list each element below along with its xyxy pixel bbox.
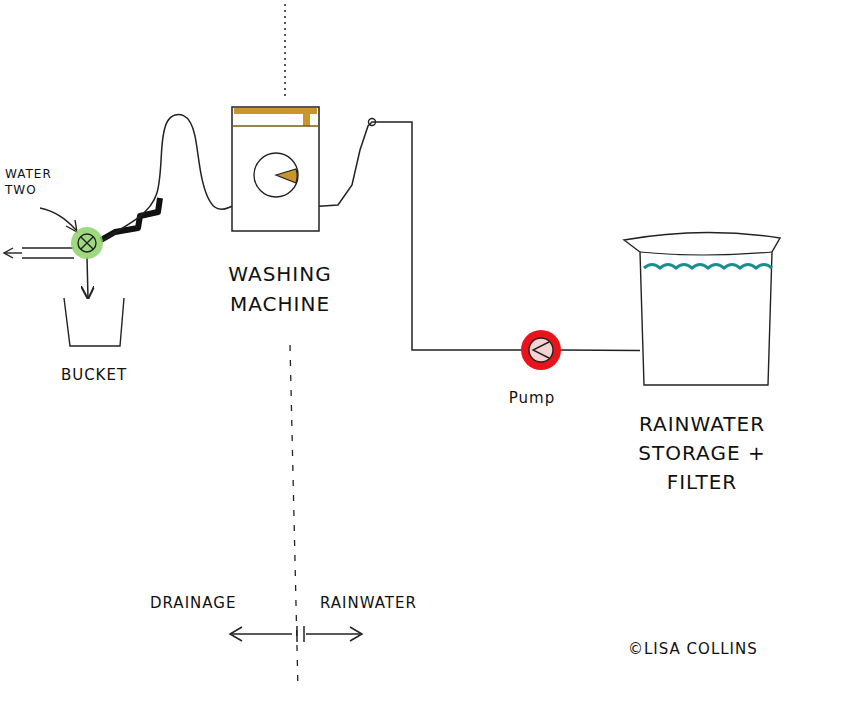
- machine-panel-line: [232, 125, 319, 127]
- bucket-node: BUCKET: [64, 298, 124, 346]
- divider-line: [290, 345, 298, 690]
- outflow-pipe: [22, 257, 74, 258]
- bucket-shape: [64, 298, 124, 346]
- note-label: ©LISA COLLINS: [628, 640, 758, 658]
- pump-symbol: [529, 338, 553, 362]
- valve-symbol: [78, 234, 96, 252]
- tank-rim: [640, 252, 772, 255]
- direction-arrow: [232, 633, 292, 635]
- valve-node: WATER TWO: [73, 229, 101, 257]
- node-label: BUCKET: [52, 366, 136, 386]
- arrow-head: [230, 627, 242, 641]
- node-label: Pump: [492, 389, 572, 409]
- storage-node: RAINWATER STORAGE + FILTER: [624, 232, 780, 385]
- node-label: WASHING MACHINE: [210, 259, 350, 319]
- pump-triangle: [533, 342, 549, 358]
- machine-shape: [232, 107, 319, 231]
- node-label: RAINWATER STORAGE + FILTER: [624, 410, 780, 497]
- outflow-arrow: [4, 252, 22, 253]
- water-level: [644, 265, 772, 269]
- divider-line: [284, 4, 286, 100]
- bucket-outline: [64, 298, 124, 346]
- arrow-head: [66, 220, 77, 232]
- door-wedge: [276, 169, 297, 183]
- direction-arrow: [306, 633, 360, 635]
- valve-fill: [71, 227, 103, 259]
- machine-body: [232, 107, 319, 231]
- machine-node: WASHING MACHINE: [232, 107, 319, 231]
- valve-cross: [81, 237, 94, 250]
- pipe-connector: [87, 257, 88, 298]
- machine-door: [254, 153, 298, 197]
- machine-lid: [303, 108, 310, 126]
- pipe-connector: [319, 122, 522, 350]
- outflow-pipe: [22, 247, 74, 248]
- leader-line: [40, 208, 76, 230]
- arrow-head: [350, 627, 362, 641]
- pump-fill: [521, 330, 561, 370]
- pipe-connector: [101, 115, 232, 242]
- storage-shape: [624, 232, 780, 385]
- boundary-mark: [303, 626, 305, 642]
- tank-outline: [624, 232, 780, 385]
- pump-shape: [522, 331, 560, 369]
- pump-node: Pump: [522, 331, 560, 369]
- note-label: DRAINAGE: [150, 594, 236, 612]
- node-label: WATER TWO: [5, 167, 55, 198]
- note-label: RAINWATER: [320, 594, 417, 612]
- pipe-connector: [560, 349, 640, 351]
- arrow-head: [4, 248, 13, 258]
- boundary-mark: [296, 626, 298, 642]
- valve-shape: [73, 229, 101, 257]
